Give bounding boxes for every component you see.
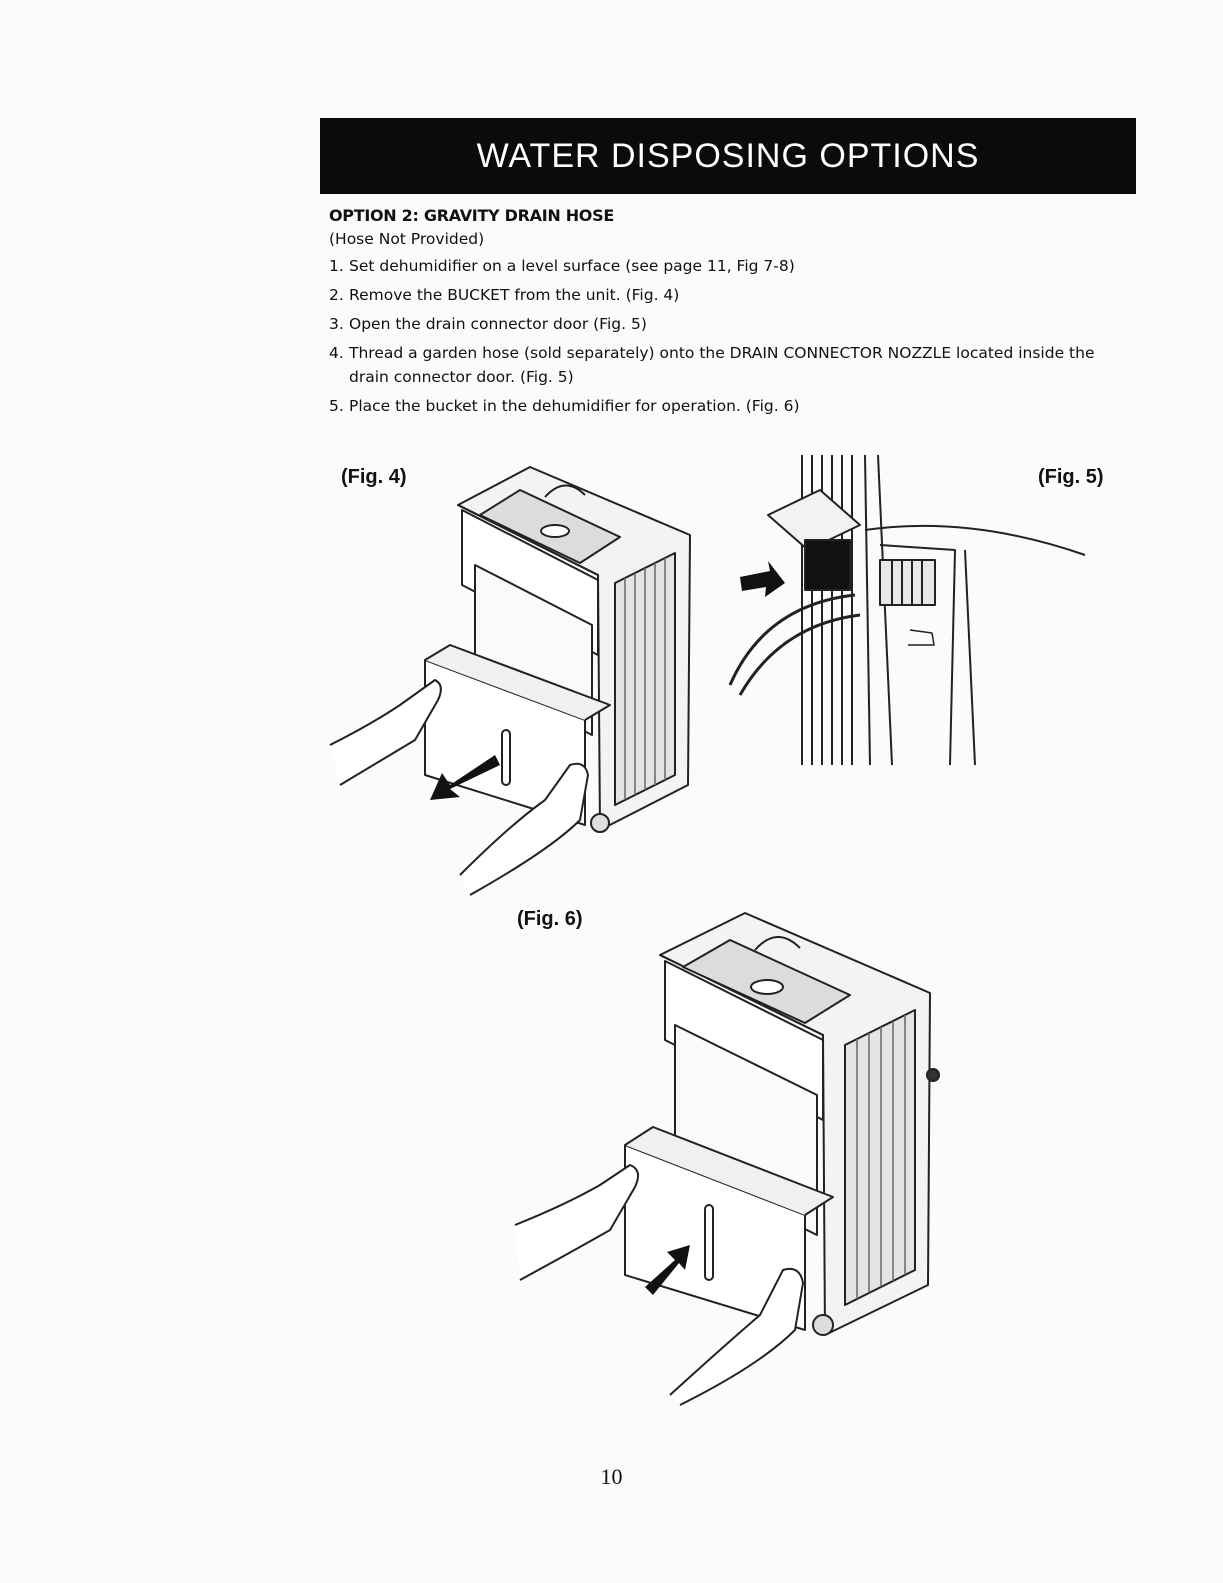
- instruction-steps: 1. Set dehumidifier on a level surface (s…: [329, 254, 1119, 423]
- fig4-label: (Fig. 4): [341, 466, 407, 488]
- step-text: Thread a garden hose (sold separately) o…: [349, 344, 1095, 386]
- step-text: Place the bucket in the dehumidifier for…: [349, 397, 800, 415]
- step-text: Open the drain connector door (Fig. 5): [349, 315, 647, 333]
- fig5-drain-connector-illustration: [728, 454, 1086, 766]
- fig6-label: (Fig. 6): [517, 908, 583, 930]
- step-item: 5. Place the bucket in the dehumidifier f…: [329, 394, 1119, 418]
- fig6-insert-bucket-illustration: [514, 912, 940, 1406]
- step-item: 1. Set dehumidifier on a level surface (s…: [329, 254, 1119, 278]
- step-number: 3.: [329, 315, 344, 333]
- step-number: 4.: [329, 344, 344, 362]
- step-item: 2. Remove the BUCKET from the unit. (Fig.…: [329, 283, 1119, 307]
- step-number: 2.: [329, 286, 344, 304]
- section-banner: WATER DISPOSING OPTIONS: [320, 118, 1136, 194]
- step-text: Set dehumidifier on a level surface (see…: [349, 257, 795, 275]
- step-number: 5.: [329, 397, 344, 415]
- option-subtitle: (Hose Not Provided): [329, 230, 485, 248]
- option-title: OPTION 2: GRAVITY DRAIN HOSE: [329, 206, 614, 225]
- step-text: Remove the BUCKET from the unit. (Fig. 4…: [349, 286, 680, 304]
- page-number: 10: [600, 1464, 623, 1489]
- page-title: WATER DISPOSING OPTIONS: [476, 136, 980, 175]
- step-item: 3. Open the drain connector door (Fig. 5): [329, 312, 1119, 336]
- fig4-remove-bucket-illustration: [329, 466, 691, 896]
- step-item: 4. Thread a garden hose (sold separately)…: [329, 341, 1119, 389]
- fig5-label: (Fig. 5): [1038, 466, 1104, 488]
- step-number: 1.: [329, 257, 344, 275]
